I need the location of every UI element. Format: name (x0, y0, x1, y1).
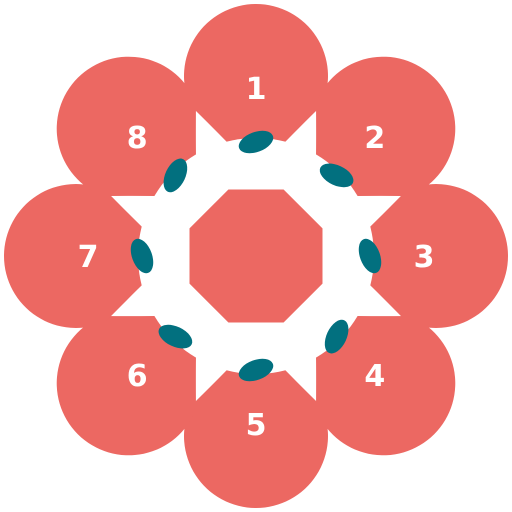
center-octagon (189, 189, 323, 323)
connector-1 (238, 130, 274, 154)
connector-2 (319, 163, 354, 188)
connectors (130, 130, 382, 382)
petal-label-8: 8 (127, 121, 148, 156)
petal-label-5: 5 (246, 408, 267, 443)
connector-6 (158, 324, 193, 349)
petal-label-4: 4 (364, 359, 385, 394)
connector-8 (163, 158, 188, 193)
petal-label-6: 6 (127, 359, 148, 394)
petal-label-1: 1 (246, 72, 267, 107)
petal-2 (312, 56, 456, 200)
petal-3 (336, 184, 508, 328)
petal-7 (4, 183, 177, 329)
petal-label-7: 7 (78, 240, 99, 275)
petal-4 (312, 312, 456, 456)
petals (4, 4, 508, 508)
petal-1 (183, 4, 328, 177)
petal-8 (56, 56, 200, 200)
connector-5 (238, 358, 274, 382)
petal-labels: 1 2 3 4 5 6 7 8 (78, 72, 435, 443)
petal-6 (56, 312, 200, 456)
connector-7 (130, 238, 154, 274)
petal-label-3: 3 (414, 240, 435, 275)
petal-label-2: 2 (364, 121, 385, 156)
connector-3 (358, 238, 382, 274)
connector-4 (324, 319, 349, 354)
petal-5 (183, 336, 328, 508)
